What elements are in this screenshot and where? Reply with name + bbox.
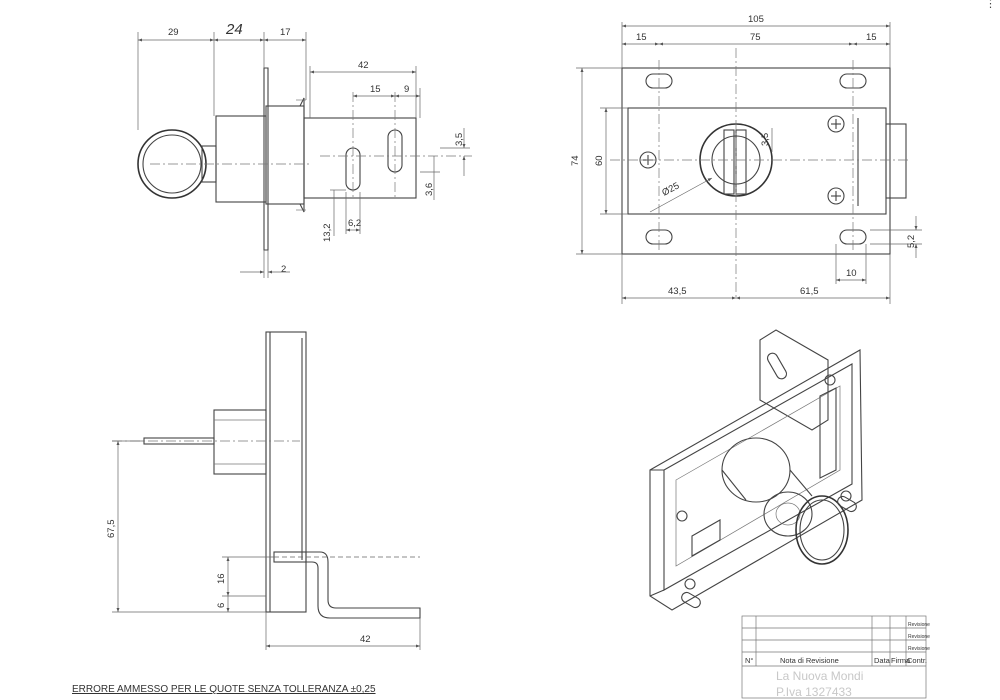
title-block: N° Nota di Revisione Data Firma Contr. R…	[741, 615, 930, 699]
dim-43-5: 43,5	[668, 286, 687, 297]
dim-15: 15	[370, 84, 381, 95]
rev-label-1: Revisione	[908, 622, 930, 628]
title-col-number: N°	[745, 656, 753, 665]
front-view: 105 15 75 15 74 60 3,5 Ø25 5,2 10	[570, 14, 922, 304]
screw-bottom-right	[827, 187, 845, 205]
side-view-bottom: 67,5 16 6 42	[106, 331, 421, 650]
dim-15-right: 15	[866, 32, 877, 43]
dim-24: 24	[225, 21, 243, 38]
dim-10: 10	[846, 268, 857, 279]
iso-key-knob	[795, 495, 849, 565]
dim-16: 16	[216, 573, 227, 584]
dim-105: 105	[748, 14, 764, 25]
side-view-top: 29 24 17 42 15 9 3,5 3,6 13,2 6,2 2	[137, 21, 472, 278]
dim-3-5-side: 3,5	[454, 133, 465, 146]
screw-top-right	[827, 115, 845, 133]
lock-case	[627, 107, 887, 215]
company-vat: P.Iva 1327433	[776, 685, 852, 699]
dim-6: 6	[216, 603, 227, 608]
side-plate	[265, 331, 307, 613]
dim-diameter-25: Ø25	[660, 181, 681, 199]
dim-42: 42	[358, 60, 369, 71]
dim-17: 17	[280, 27, 291, 38]
dim-42-bottom: 42	[360, 634, 371, 645]
mounting-plate	[621, 67, 891, 255]
dim-74: 74	[570, 155, 581, 166]
dim-9: 9	[404, 84, 409, 95]
isometric-view	[649, 329, 863, 611]
title-col-note: Nota di Revisione	[780, 656, 839, 665]
rev-label-3: Revisione	[908, 646, 930, 652]
title-col-sign: Firma	[891, 656, 911, 665]
cylinder-body	[215, 115, 267, 203]
dim-2: 2	[281, 264, 286, 275]
dim-61-5: 61,5	[800, 286, 819, 297]
tolerance-note: ERRORE AMMESSO PER LE QUOTE SENZA TOLLER…	[72, 684, 376, 695]
dim-5-2: 5,2	[906, 235, 917, 248]
iso-cylinder-back	[721, 437, 791, 503]
dim-13-2: 13,2	[322, 224, 333, 243]
dim-29: 29	[168, 27, 179, 38]
title-col-date: Data	[874, 656, 891, 665]
rev-label-2: Revisione	[908, 634, 930, 640]
title-col-check: Contr.	[907, 656, 927, 665]
dim-3-6: 3,6	[424, 183, 435, 196]
dim-3-5-front: 3,5	[760, 133, 771, 146]
dim-15-left: 15	[636, 32, 647, 43]
company-name: La Nuova Mondi	[776, 669, 863, 683]
dim-6-2: 6,2	[348, 218, 361, 229]
dim-60: 60	[594, 155, 605, 166]
side-cylinder	[213, 409, 267, 475]
dim-67-5: 67,5	[106, 520, 117, 539]
dim-75: 75	[750, 32, 761, 43]
more-options-icon[interactable]: ⋮	[985, 0, 996, 10]
